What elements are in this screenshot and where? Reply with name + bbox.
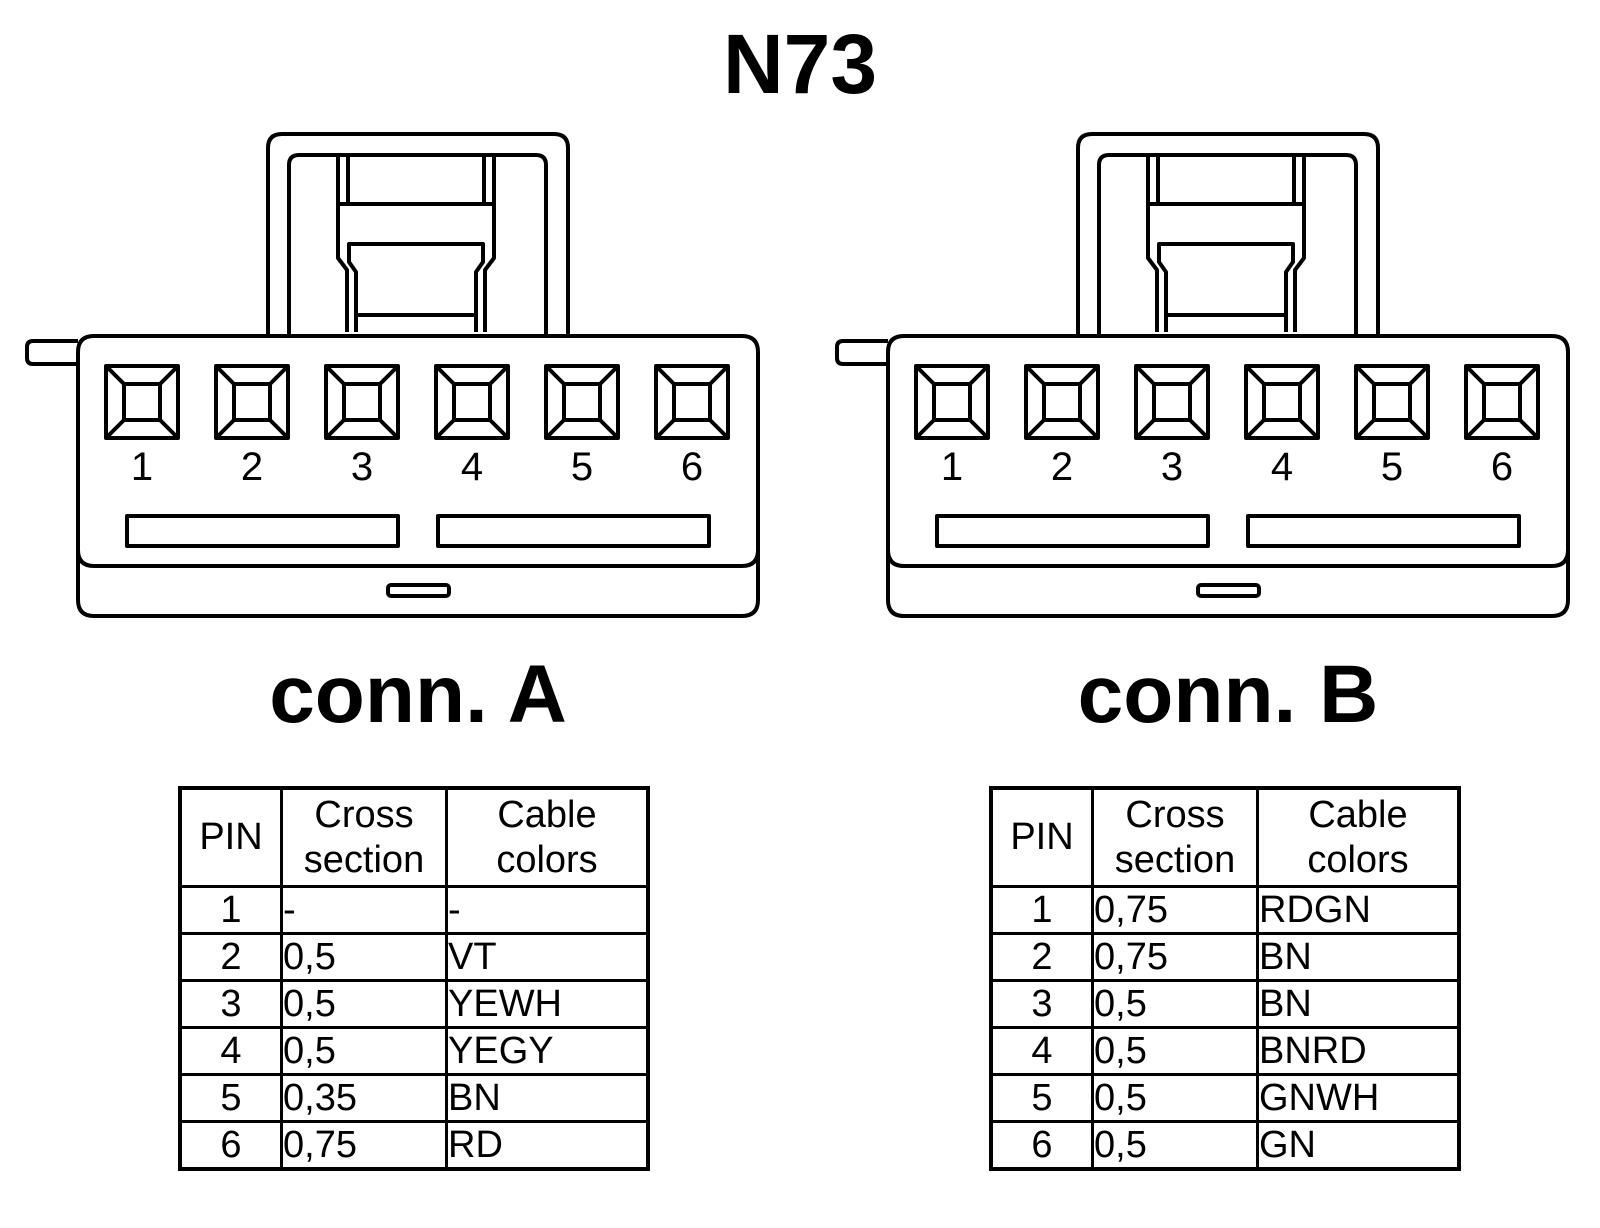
slot-right (1246, 514, 1521, 548)
pin-cell: 3 (178, 979, 283, 1029)
table-row: 5 0,35 BN (178, 1073, 650, 1123)
table-row: 5 0,5 GNWH (989, 1073, 1461, 1123)
table-row: 2 0,5 VT (178, 932, 650, 982)
pin-number-label: 2 (1050, 445, 1074, 489)
cable-color-cell: RD (445, 1120, 650, 1171)
table-row: 6 0,5 GN (989, 1120, 1461, 1171)
cable-color-cell: YEGY (445, 1026, 650, 1076)
cross-section-cell: 0,5 (1091, 979, 1259, 1029)
header-cable-colors: Cable colors (1256, 786, 1461, 888)
table-row: 1 0,75 RDGN (989, 885, 1461, 935)
pin-number-label: 1 (940, 445, 964, 489)
pin-number-label: 5 (1380, 445, 1404, 489)
header-cable-colors: Cable colors (445, 786, 650, 888)
cross-section-cell: 0,5 (1091, 1026, 1259, 1076)
cross-section-cell: 0,75 (1091, 932, 1259, 982)
pin-cell: 1 (989, 885, 1094, 935)
cable-color-cell: GN (1256, 1120, 1461, 1171)
cable-color-cell: RDGN (1256, 885, 1461, 935)
header-cross-section: Cross section (1091, 786, 1259, 888)
header-pin: PIN (178, 786, 283, 888)
pin-number-label: 3 (1160, 445, 1184, 489)
pin-cell: 6 (178, 1120, 283, 1171)
connector-a-drawing (25, 132, 760, 618)
cross-section-cell: 0,5 (280, 979, 448, 1029)
cross-section-cell: 0,75 (1091, 885, 1259, 935)
table-row: 4 0,5 YEGY (178, 1026, 650, 1076)
connector-b-label: conn. B (1077, 649, 1379, 740)
cable-color-cell: BN (1256, 932, 1461, 982)
terminal-2 (1024, 364, 1100, 440)
connector-b-drawing (835, 132, 1570, 618)
table-header-row: PIN Cross section Cable colors (178, 786, 650, 888)
pin-table-a: PIN Cross section Cable colors 1 - - 2 0… (178, 786, 650, 1171)
header-pin: PIN (989, 786, 1094, 888)
terminal-2 (214, 364, 290, 440)
cross-section-cell: 0,5 (1091, 1073, 1259, 1123)
cable-color-cell: BNRD (1256, 1026, 1461, 1076)
slot-left (935, 514, 1210, 548)
pin-number-label: 4 (460, 445, 484, 489)
table-header-row: PIN Cross section Cable colors (989, 786, 1461, 888)
cross-section-cell: 0,5 (280, 1026, 448, 1076)
terminal-4 (434, 364, 510, 440)
cross-section-cell: 0,5 (280, 932, 448, 982)
pin-table-b: PIN Cross section Cable colors 1 0,75 RD… (989, 786, 1461, 1171)
pin-number-label: 4 (1270, 445, 1294, 489)
table-row: 3 0,5 YEWH (178, 979, 650, 1029)
terminal-4 (1244, 364, 1320, 440)
key-notch (1196, 583, 1261, 598)
terminal-3 (324, 364, 400, 440)
table-row: 2 0,75 BN (989, 932, 1461, 982)
cable-color-cell: BN (1256, 979, 1461, 1029)
connector-housing (76, 334, 760, 618)
connector-side-tab (835, 339, 888, 366)
pin-cell: 2 (989, 932, 1094, 982)
connector-latch (1076, 132, 1380, 336)
cable-color-cell: - (445, 885, 650, 935)
slot-left (125, 514, 400, 548)
pin-cell: 5 (989, 1073, 1094, 1123)
cable-color-cell: VT (445, 932, 650, 982)
terminal-5 (1354, 364, 1430, 440)
pin-cell: 4 (989, 1026, 1094, 1076)
slot-right (436, 514, 711, 548)
terminal-3 (1134, 364, 1210, 440)
pin-number-label: 1 (130, 445, 154, 489)
pin-cell: 6 (989, 1120, 1094, 1171)
cable-color-cell: YEWH (445, 979, 650, 1029)
table-row: 3 0,5 BN (989, 979, 1461, 1029)
table-row: 1 - - (178, 885, 650, 935)
terminal-6 (1464, 364, 1540, 440)
cross-section-cell: 0,35 (280, 1073, 448, 1123)
cable-color-cell: BN (445, 1073, 650, 1123)
pin-number-label: 2 (240, 445, 264, 489)
connector-a-label: conn. A (269, 649, 567, 740)
pin-cell: 2 (178, 932, 283, 982)
cable-color-cell: GNWH (1256, 1073, 1461, 1123)
cross-section-cell: 0,75 (280, 1120, 448, 1171)
pin-number-label: 3 (350, 445, 374, 489)
terminal-1 (914, 364, 990, 440)
pin-number-label: 6 (680, 445, 704, 489)
header-cross-section: Cross section (280, 786, 448, 888)
pin-number-label: 6 (1490, 445, 1514, 489)
pin-cell: 4 (178, 1026, 283, 1076)
key-notch (386, 583, 451, 598)
pin-cell: 1 (178, 885, 283, 935)
pin-cell: 5 (178, 1073, 283, 1123)
pin-cell: 3 (989, 979, 1094, 1029)
connector-side-tab (25, 339, 78, 366)
pin-number-label: 5 (570, 445, 594, 489)
connector-latch (266, 132, 570, 336)
table-row: 6 0,75 RD (178, 1120, 650, 1171)
connector-housing (886, 334, 1570, 618)
cross-section-cell: - (280, 885, 448, 935)
table-row: 4 0,5 BNRD (989, 1026, 1461, 1076)
terminal-5 (544, 364, 620, 440)
cross-section-cell: 0,5 (1091, 1120, 1259, 1171)
diagram-title: N73 (722, 17, 878, 111)
terminal-6 (654, 364, 730, 440)
terminal-1 (104, 364, 180, 440)
